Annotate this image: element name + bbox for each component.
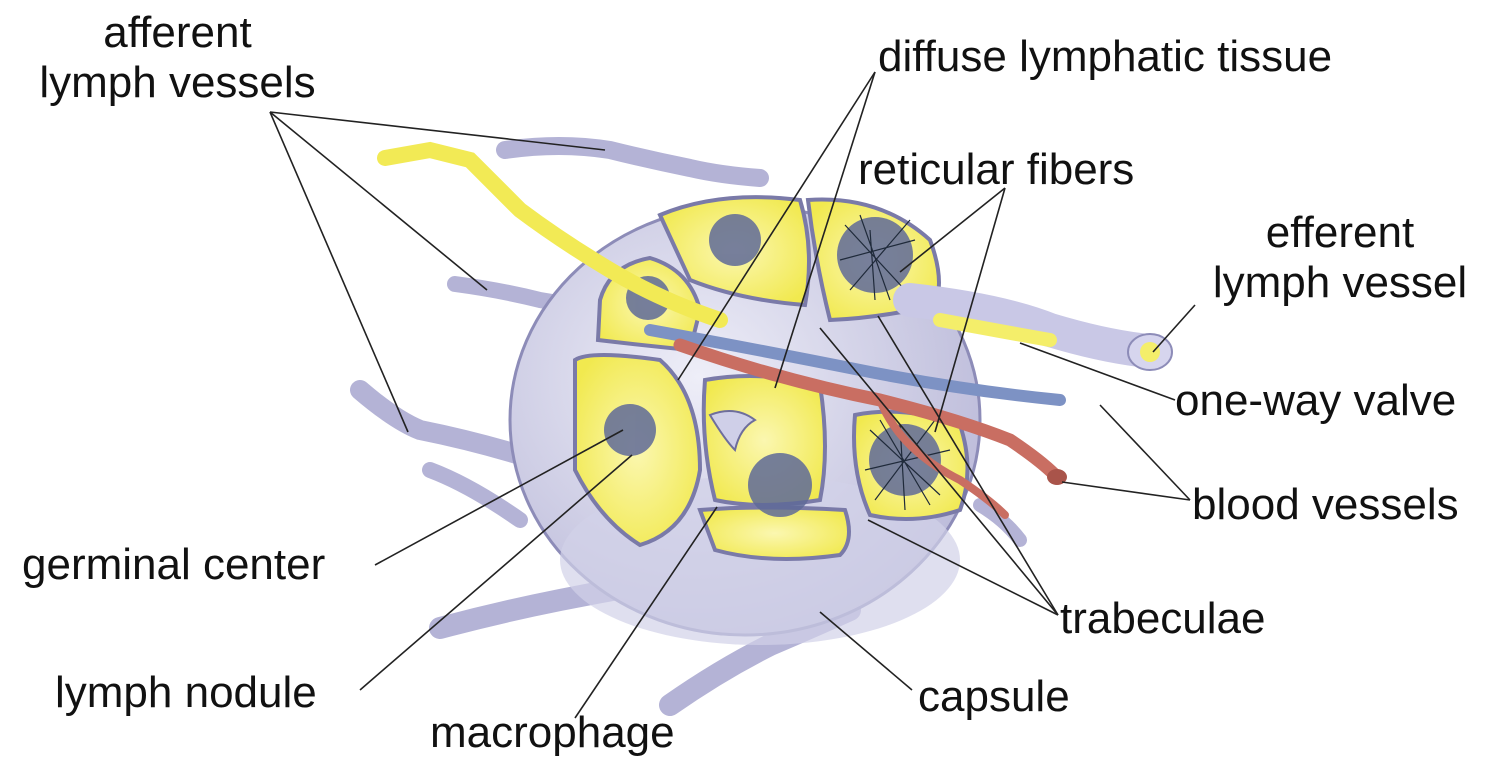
label-one-way-valve: one-way valve — [1175, 376, 1457, 425]
reticular-fiber-mesh — [839, 214, 951, 511]
vein — [644, 324, 1066, 406]
label-afferent-lymph-vessels: afferent lymph vessels — [10, 8, 345, 108]
nodule-top — [709, 214, 761, 266]
label-efferent-line2: lymph vessel — [1212, 258, 1468, 307]
label-afferent-line1: afferent — [103, 8, 252, 57]
label-macrophage: macrophage — [430, 708, 675, 757]
macrophage-shape — [708, 410, 757, 452]
nodule-top-right — [837, 217, 913, 293]
lobule-lower-center — [697, 505, 851, 561]
label-efferent-lymph-vessel: efferent lymph vessel — [1185, 208, 1495, 308]
label-lymph-nodule: lymph nodule — [55, 668, 317, 717]
afferent-vessel-top — [496, 137, 769, 187]
label-blood-vessels: blood vessels — [1192, 480, 1459, 529]
afferent-vessel-bottom-right — [973, 498, 1027, 547]
nodule-lower-center — [748, 453, 812, 517]
artery-branch — [876, 396, 1009, 519]
label-efferent-line1: efferent — [1265, 208, 1415, 257]
label-trabeculae: trabeculae — [1060, 594, 1266, 643]
label-diffuse-lymphatic-tissue: diffuse lymphatic tissue — [878, 32, 1333, 81]
cortex-lobules — [573, 195, 970, 561]
leader-lines — [269, 71, 1196, 719]
afferent-vessel-lower-left — [422, 462, 528, 528]
label-afferent-line2: lymph vessels — [39, 58, 316, 107]
yellow-lymph-channel — [377, 141, 728, 328]
nodule-left — [604, 404, 656, 456]
label-capsule: capsule — [918, 672, 1070, 721]
afferent-vessel-left — [350, 380, 530, 465]
blood-vessel-end — [1047, 469, 1067, 485]
artery — [673, 338, 1062, 482]
label-reticular-fibers: reticular fibers — [858, 145, 1135, 194]
label-germinal-center: germinal center — [22, 540, 326, 589]
